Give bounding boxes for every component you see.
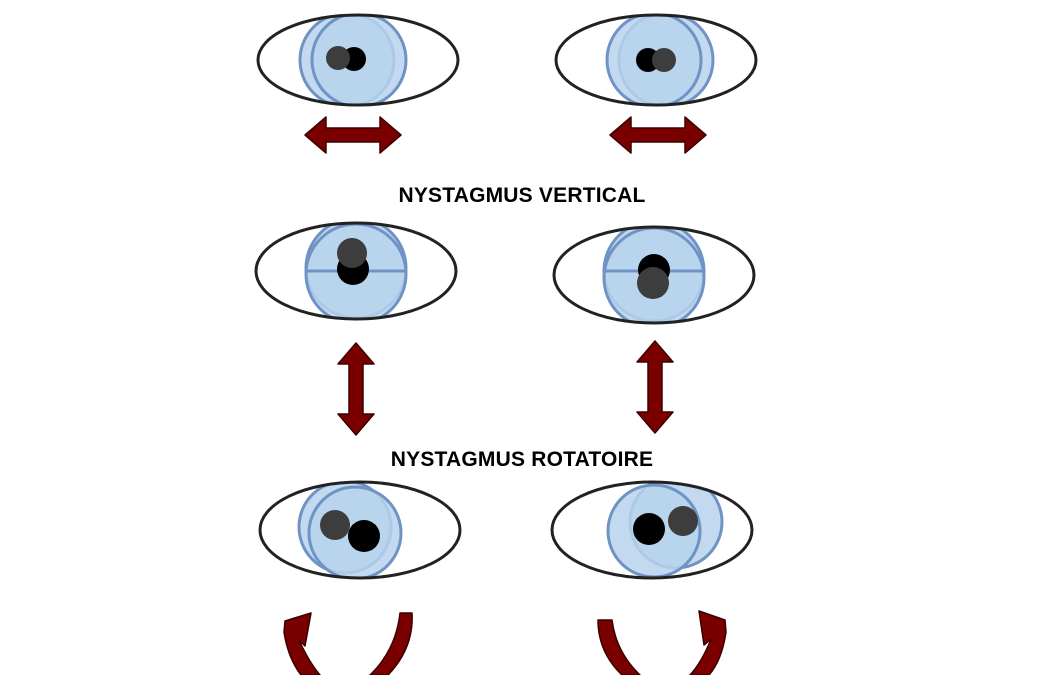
double-horizontal-arrow-icon bbox=[609, 116, 707, 154]
pupil-previous bbox=[637, 267, 669, 299]
eye-outline bbox=[554, 13, 758, 107]
section-label-vertical: NYSTAGMUS VERTICAL bbox=[398, 184, 646, 207]
eye-outline bbox=[256, 13, 460, 107]
eye-vertical-left bbox=[254, 221, 458, 321]
double-horizontal-arrow-icon bbox=[304, 116, 402, 154]
eye-rotatory-right bbox=[550, 480, 754, 580]
pupil-current bbox=[348, 520, 380, 552]
pupil-previous bbox=[320, 510, 350, 540]
double-vertical-arrow-icon bbox=[636, 340, 674, 434]
eye-outline bbox=[258, 480, 462, 580]
eye-vertical-right bbox=[552, 225, 756, 325]
eye-outline bbox=[552, 225, 756, 325]
pupil-previous bbox=[337, 238, 367, 268]
pupil-previous bbox=[652, 48, 676, 72]
eye-horizontal-right bbox=[554, 13, 758, 107]
section-label-rotatoire: NYSTAGMUS ROTATOIRE bbox=[390, 448, 654, 471]
eye-outline bbox=[550, 480, 754, 580]
curved-arrow-icon bbox=[597, 610, 727, 675]
eye-horizontal-left bbox=[256, 13, 460, 107]
pupil-current bbox=[633, 513, 665, 545]
double-vertical-arrow-icon bbox=[337, 342, 375, 436]
eye-rotatory-left bbox=[258, 480, 462, 580]
eye-outline bbox=[254, 221, 458, 321]
curved-arrow-icon bbox=[283, 612, 413, 675]
pupil-previous bbox=[326, 46, 350, 70]
pupil-previous bbox=[668, 506, 698, 536]
